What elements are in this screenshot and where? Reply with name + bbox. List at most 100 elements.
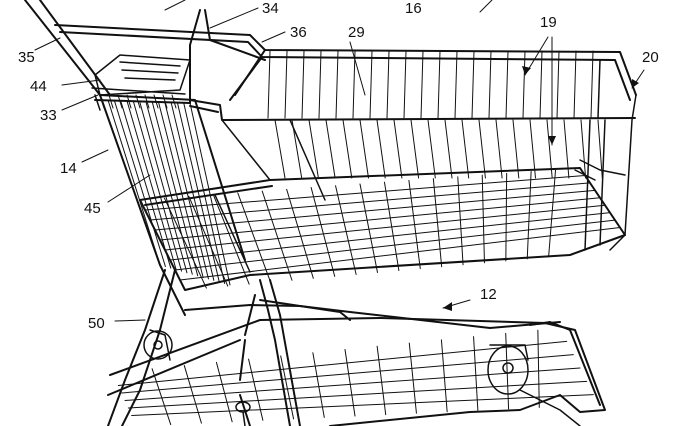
- side-wire-upper: [471, 50, 475, 119]
- ref-50: 50: [88, 315, 105, 332]
- leader-arrowheads: [443, 66, 639, 311]
- back-panel-wire: [120, 99, 172, 269]
- back-panel-wire: [176, 102, 220, 283]
- tray-wire: [408, 342, 417, 414]
- tray-wire-long: [127, 380, 588, 409]
- floor-wire-cross: [505, 172, 508, 262]
- side-wire-lower: [512, 119, 520, 179]
- seat-wire: [153, 94, 159, 109]
- floor-wire-cross: [188, 195, 229, 287]
- side-wire-upper: [335, 50, 339, 119]
- back-panel-wire: [132, 100, 183, 272]
- side-wire-lower: [580, 119, 587, 179]
- floor-wire-long: [174, 219, 616, 271]
- side-wire-lower: [308, 119, 319, 179]
- ref-19: 19: [540, 14, 557, 31]
- side-wire-lower: [393, 119, 403, 179]
- ref-44: 44: [30, 78, 47, 95]
- ref-12: 12: [480, 286, 497, 303]
- floor-wire-long: [159, 197, 601, 241]
- seat-wire: [135, 94, 141, 109]
- basket-front-panel: [574, 59, 637, 251]
- side-wire-lower: [478, 119, 486, 179]
- side-wire-lower: [376, 119, 386, 179]
- tray-wire: [151, 368, 172, 426]
- basket-side-wires: [267, 50, 603, 179]
- ref-35: 35: [18, 49, 35, 66]
- side-wire-upper: [403, 50, 407, 119]
- floor-wire-cross: [286, 188, 314, 279]
- back-panel-wire: [151, 101, 199, 277]
- side-wire-lower: [274, 119, 286, 179]
- side-wire-lower: [410, 119, 420, 179]
- ref-33: 33: [40, 107, 57, 124]
- back-panel-wire: [139, 100, 188, 274]
- floor-wire-cross: [383, 181, 400, 272]
- back-panel-wire: [113, 99, 166, 268]
- side-wire-lower: [342, 119, 353, 179]
- tray-wire-long: [117, 340, 568, 386]
- back-panel-wire: [183, 102, 226, 284]
- seat-wire: [162, 94, 168, 109]
- floor-wire-cross: [457, 176, 464, 266]
- side-wire-upper: [352, 50, 356, 119]
- floor-wire-long: [144, 174, 586, 211]
- floor-wire-cross: [261, 190, 293, 281]
- reference-numerals: 16 34 36 29 19 20 35 44 33 14 45 12 50: [18, 0, 659, 332]
- side-wire-upper: [267, 50, 271, 119]
- ref-36: 36: [290, 24, 307, 41]
- basket-top-rim: [54, 24, 637, 121]
- side-wire-lower: [495, 119, 503, 179]
- ref-14: 14: [60, 160, 77, 177]
- floor-wire-cross: [548, 169, 557, 258]
- tray-wire: [215, 361, 233, 423]
- side-wire-lower: [427, 119, 436, 179]
- basket-side-rail: [214, 119, 326, 273]
- tray-wire: [344, 349, 356, 417]
- side-wire-upper: [369, 50, 373, 119]
- tray-wire: [376, 345, 387, 416]
- side-wire-upper: [284, 50, 288, 119]
- floor-wire-cross: [481, 174, 485, 264]
- seat-wire: [126, 94, 132, 109]
- floor-wire-long: [179, 227, 621, 281]
- ref-45: 45: [84, 200, 101, 217]
- tray-wire-long: [124, 367, 581, 401]
- ref-34: 34: [262, 0, 279, 17]
- tray-wire-long: [131, 394, 594, 416]
- side-wire-upper: [556, 50, 560, 119]
- tray-wire: [473, 336, 479, 411]
- cart-handle-frame: [24, 0, 266, 316]
- back-panel-wire: [107, 99, 161, 266]
- tray-wire: [537, 329, 540, 408]
- floor-wire-cross: [212, 194, 250, 285]
- seat-wire: [99, 94, 105, 109]
- floor-wire-cross: [526, 171, 532, 260]
- tray-wire-long: [121, 354, 574, 394]
- floor-wire-long: [169, 212, 611, 261]
- basket-floor-grid: [144, 169, 621, 289]
- ref-20: 20: [642, 49, 659, 66]
- side-wire-lower: [444, 119, 453, 179]
- side-wire-upper: [420, 50, 424, 119]
- child-seat: [91, 54, 191, 111]
- side-wire-upper: [386, 50, 390, 119]
- leader-lines: [34, 0, 645, 322]
- side-wire-upper: [454, 50, 458, 119]
- back-panel-wire: [145, 100, 193, 275]
- side-wire-upper: [590, 50, 594, 119]
- side-wire-lower: [529, 119, 536, 179]
- floor-wire-cross: [163, 197, 207, 289]
- seat-wire: [144, 94, 150, 109]
- side-wire-upper: [318, 50, 322, 119]
- seat-wire: [108, 94, 114, 109]
- side-wire-upper: [573, 50, 577, 119]
- side-wire-upper: [539, 50, 543, 119]
- side-wire-upper: [505, 50, 509, 119]
- ref-16: 16: [405, 0, 422, 17]
- front-caster: [487, 344, 581, 426]
- tray-wire: [183, 365, 202, 424]
- side-wire-lower: [359, 119, 369, 179]
- tray-wire: [248, 358, 264, 421]
